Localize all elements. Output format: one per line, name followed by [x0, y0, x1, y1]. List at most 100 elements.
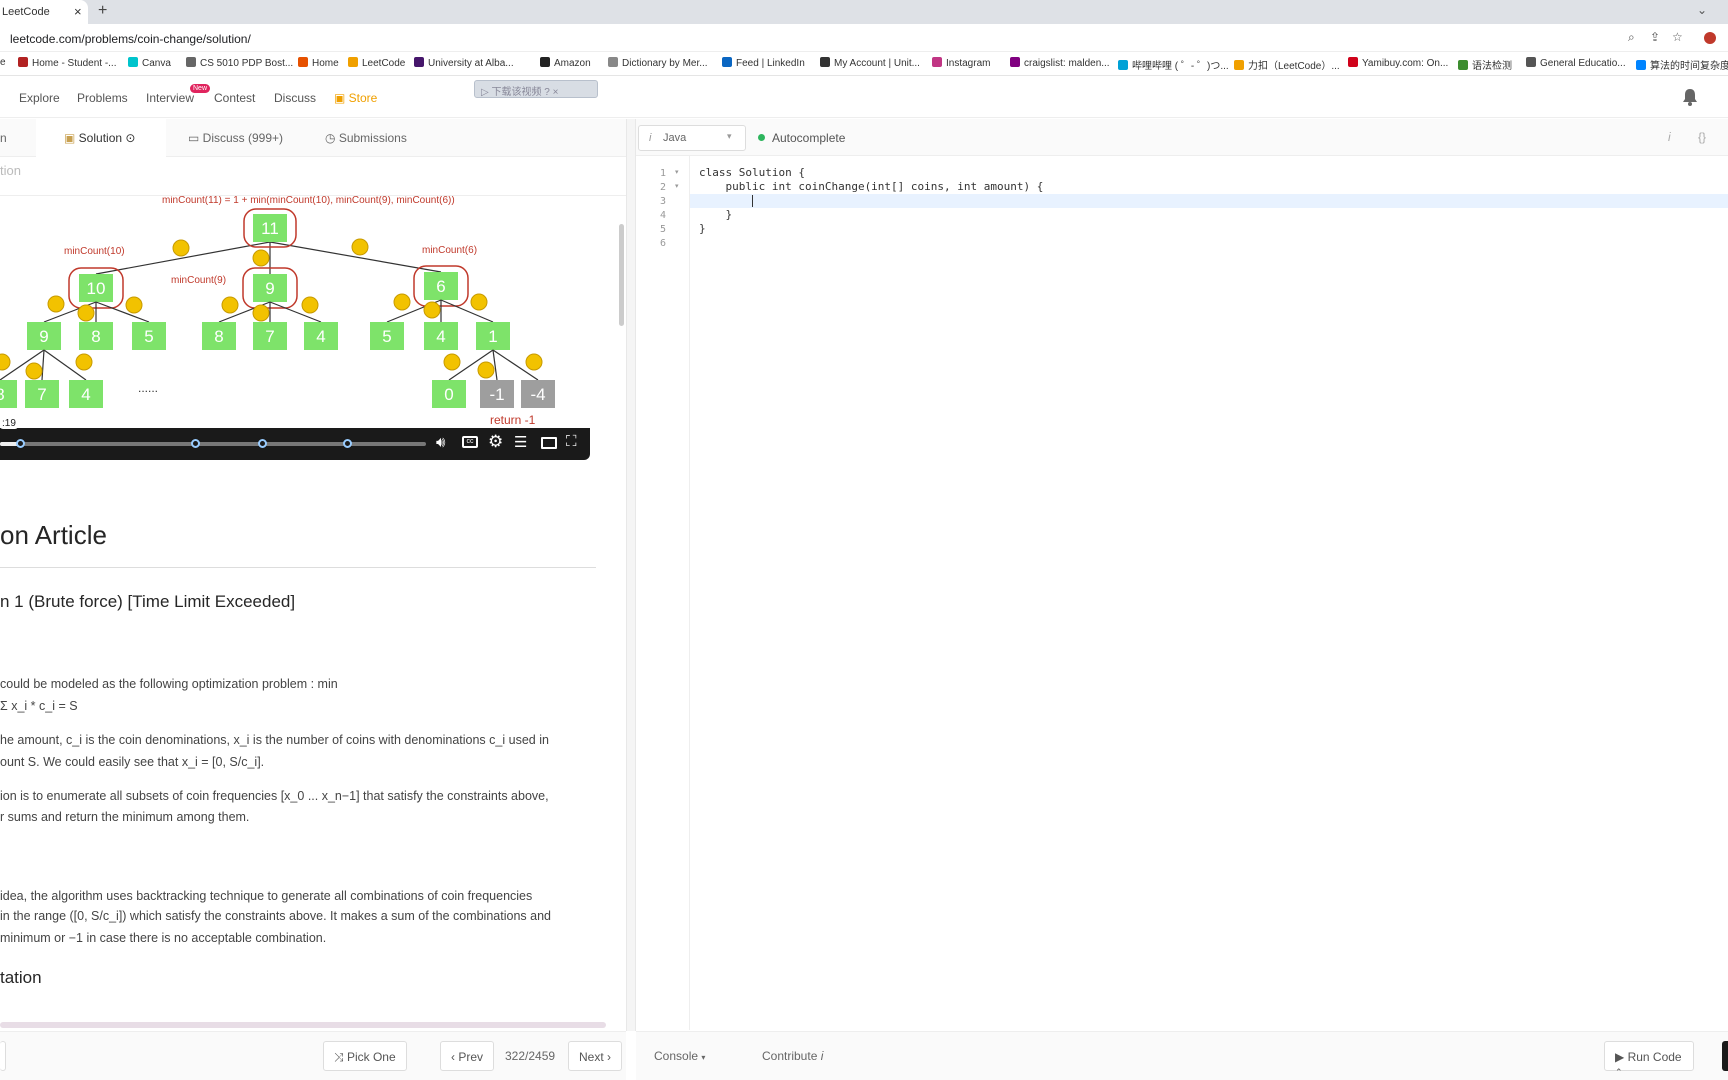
- nav-contest[interactable]: Contest: [214, 91, 256, 105]
- tab-discuss[interactable]: ▭ Discuss (999+): [188, 131, 283, 145]
- picture-in-picture-icon[interactable]: [541, 437, 557, 449]
- autocomplete-toggle[interactable]: Autocomplete: [772, 131, 846, 145]
- bookmark-item[interactable]: 语法检测: [1458, 57, 1512, 72]
- bookmark-item[interactable]: Feed | LinkedIn: [722, 57, 805, 69]
- solution-icon: ▣: [64, 131, 79, 145]
- bookmark-item[interactable]: Home - Student -...: [18, 57, 116, 69]
- nav-problems[interactable]: Problems: [77, 91, 128, 105]
- algorithm-p-line2: in the range ([0, S/c_i]) which satisfy …: [0, 909, 551, 923]
- prev-button[interactable]: ‹ Prev: [440, 1041, 495, 1071]
- zoom-icon[interactable]: ⌕: [1628, 30, 1635, 44]
- tree-edge: [440, 299, 494, 323]
- new-tab-button[interactable]: +: [98, 2, 108, 19]
- bookmark-favicon-icon: [298, 57, 308, 67]
- line-number: 6: [660, 238, 667, 249]
- bookmark-item[interactable]: 哔哩哔哩 ( ゜- ゜)つ...: [1118, 57, 1229, 72]
- tree-node: [79, 274, 113, 302]
- format-braces-icon[interactable]: {}: [1698, 130, 1707, 144]
- nav-explore[interactable]: Explore: [19, 91, 60, 105]
- submit-button[interactable]: [1722, 1041, 1728, 1071]
- close-tab-icon[interactable]: ×: [74, 4, 82, 19]
- chapter-marker[interactable]: [343, 439, 352, 448]
- left-panel-scrollbar[interactable]: [619, 224, 624, 326]
- bookmark-item[interactable]: Amazon: [540, 57, 591, 69]
- share-icon[interactable]: ⇪: [1650, 30, 1661, 44]
- tree-node: [79, 322, 113, 350]
- solution-video[interactable]: minCount(11) = 1 + min(minCount(10), min…: [0, 196, 592, 462]
- bookmark-item[interactable]: Dictionary by Mer...: [608, 57, 708, 69]
- next-label: Next: [579, 1050, 604, 1064]
- chapter-marker[interactable]: [16, 439, 25, 448]
- bookmark-label: 语法检测: [1472, 61, 1512, 72]
- bookmark-item[interactable]: CS 5010 PDP Bost...: [186, 57, 293, 69]
- autocomplete-status-dot: [758, 134, 765, 141]
- chapters-list-icon[interactable]: ☰: [514, 434, 528, 451]
- chapter-marker[interactable]: [258, 439, 267, 448]
- bookmark-item[interactable]: Instagram: [932, 57, 990, 69]
- url-text[interactable]: leetcode.com/problems/coin-change/soluti…: [10, 32, 251, 46]
- volume-icon[interactable]: 🔊︎: [436, 434, 446, 451]
- language-select[interactable]: i Java ▾: [638, 125, 746, 151]
- bookmark-item[interactable]: craigslist: malden...: [1010, 57, 1110, 69]
- bookmark-star-icon[interactable]: ☆: [1672, 30, 1683, 44]
- pick-one-button[interactable]: ⤨ Pick One: [323, 1041, 407, 1071]
- video-progress-track[interactable]: [0, 442, 426, 446]
- tree-node-label: 4: [436, 327, 445, 346]
- fold-arrow-icon[interactable]: ▾: [675, 183, 679, 190]
- console-button[interactable]: Console ▾: [654, 1049, 705, 1063]
- captions-icon[interactable]: cc: [462, 436, 478, 448]
- tree-node-label: 5: [382, 327, 391, 346]
- tree-node: [132, 322, 166, 350]
- bookmarks-bar: e Home - Student -... Canva CS 5010 PDP Bos…: [0, 52, 1728, 76]
- tab-submissions[interactable]: ◷ Submissions: [325, 131, 407, 145]
- fold-arrow-icon[interactable]: ▾: [675, 169, 679, 176]
- info-icon[interactable]: i: [1668, 130, 1671, 144]
- tree-node: [521, 380, 555, 408]
- bookmark-item[interactable]: Yamibuy.com: On...: [1348, 57, 1448, 69]
- run-code-button[interactable]: ▶ Run Code ⌃: [1604, 1041, 1694, 1077]
- fullscreen-icon[interactable]: ⛶: [566, 433, 577, 450]
- nav-discuss[interactable]: Discuss: [274, 91, 317, 105]
- tree-annotation: return -1: [490, 413, 536, 427]
- tab-solution[interactable]: ▣ Solution ⊙: [36, 119, 166, 157]
- browser-tabstrip: LeetCode × + ⌄: [0, 0, 1728, 24]
- coin-icon: [301, 296, 319, 314]
- solution-subheader: tion: [0, 163, 21, 178]
- approach-heading: n 1 (Brute force) [Time Limit Exceeded]: [0, 592, 296, 611]
- bookmark-item[interactable]: University at Alba...: [414, 57, 514, 69]
- bookmark-item[interactable]: My Account | Unit...: [820, 57, 920, 69]
- next-button[interactable]: Next ›: [568, 1041, 623, 1071]
- contribute-button[interactable]: Contribute i: [762, 1049, 823, 1063]
- coin-icon: [423, 301, 441, 319]
- bookmark-item[interactable]: Canva: [128, 57, 171, 69]
- panel-splitter[interactable]: [626, 119, 636, 1031]
- intuition-p1-line2: Σ x_i * c_i = S: [0, 699, 78, 713]
- chapter-marker[interactable]: [191, 439, 200, 448]
- address-bar[interactable]: leetcode.com/problems/coin-change/soluti…: [0, 24, 1728, 52]
- bookmark-favicon-icon: [1526, 57, 1536, 67]
- bookmark-item[interactable]: 力扣（LeetCode）...: [1234, 57, 1340, 72]
- bookmark-label: My Account | Unit...: [834, 58, 920, 69]
- bookmark-item[interactable]: e: [0, 57, 6, 68]
- bookmark-item[interactable]: Home: [298, 57, 339, 69]
- code-editor[interactable]: [690, 156, 1728, 1030]
- bookmark-item[interactable]: LeetCode: [348, 57, 405, 69]
- list-button[interactable]: [0, 1041, 6, 1071]
- coin-icon: [25, 362, 43, 380]
- bookmark-item[interactable]: General Educatio...: [1526, 57, 1626, 69]
- profile-avatar-icon[interactable]: [1704, 32, 1716, 44]
- bookmark-item[interactable]: 算法的时间复杂度: [1636, 57, 1728, 72]
- nav-interview[interactable]: Interview: [146, 91, 195, 105]
- browser-tab[interactable]: LeetCode ×: [0, 0, 88, 24]
- bell-icon[interactable]: [1682, 88, 1698, 106]
- nav-store[interactable]: ▣ Store: [334, 91, 377, 105]
- settings-gear-icon[interactable]: ⚙: [488, 432, 504, 451]
- divider: [0, 195, 626, 196]
- coin-icon: [477, 361, 495, 379]
- tab-search-chevron-icon[interactable]: ⌄: [1697, 3, 1708, 17]
- run-code-label: Run Code: [1627, 1050, 1682, 1064]
- tree-edge: [269, 241, 442, 273]
- download-video-toolbar[interactable]: ▷ 下载该视频 ? ×: [474, 80, 598, 98]
- tab-description[interactable]: n: [0, 131, 7, 145]
- prev-label: Prev: [458, 1050, 484, 1064]
